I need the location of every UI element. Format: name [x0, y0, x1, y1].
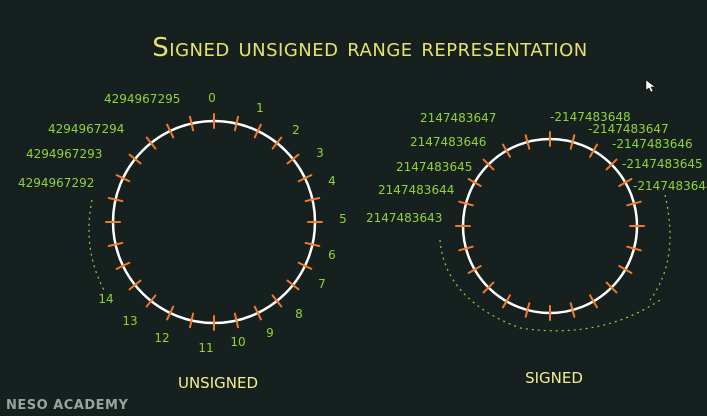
signed-label-neg-2147483644: -2147483644 [633, 179, 707, 193]
signed-tick [482, 158, 495, 171]
unsigned-label-9: 9 [266, 326, 274, 340]
unsigned-label-4294967293: 4294967293 [26, 147, 102, 161]
signed-label-2147483646: 2147483646 [410, 135, 486, 149]
unsigned-tick [166, 305, 175, 321]
signed-continuation-dots-right [649, 194, 671, 301]
signed-caption: SIGNED [525, 369, 583, 387]
signed-tick [524, 302, 531, 318]
signed-label-2147483643: 2147483643 [366, 211, 442, 225]
unsigned-label-1: 1 [256, 101, 264, 115]
signed-tick [569, 134, 576, 150]
unsigned-tick [115, 174, 131, 183]
signed-label-neg-2147483646: -2147483646 [612, 137, 693, 151]
unsigned-tick [128, 153, 142, 165]
signed-tick [589, 294, 598, 309]
unsigned-label-13: 13 [122, 314, 137, 328]
signed-continuation-dots [439, 239, 661, 332]
unsigned-tick [188, 115, 195, 132]
unsigned-tick [271, 294, 283, 308]
unsigned-tick [304, 241, 321, 248]
unsigned-tick [297, 174, 313, 183]
unsigned-tick [128, 279, 142, 291]
unsigned-tick [297, 261, 313, 270]
signed-tick [605, 158, 618, 171]
signed-label-2147483644: 2147483644 [378, 183, 454, 197]
unsigned-label-4: 4 [328, 174, 336, 188]
unsigned-label-4294967292: 4294967292 [18, 176, 94, 190]
signed-tick [524, 134, 531, 150]
unsigned-tick [286, 153, 300, 165]
unsigned-ticks [105, 113, 323, 331]
neso-academy-logo: NESO ACADEMY [6, 398, 128, 413]
unsigned-diagram: 0 1 2 3 4 5 6 7 8 9 10 11 12 13 14 42949… [18, 91, 347, 392]
unsigned-label-2: 2 [292, 123, 300, 137]
signed-tick [467, 265, 482, 274]
unsigned-label-3: 3 [316, 146, 324, 160]
signed-label-neg-2147483648: -2147483648 [550, 110, 631, 124]
unsigned-tick [271, 136, 283, 150]
signed-label-neg-2147483645: -2147483645 [622, 157, 703, 171]
diagram-title: Signed unsigned range representation [152, 33, 587, 63]
unsigned-label-11: 11 [198, 341, 213, 355]
signed-label-2147483645: 2147483645 [396, 160, 472, 174]
unsigned-label-6: 6 [328, 248, 336, 262]
mouse-cursor-icon [645, 79, 656, 93]
unsigned-tick [166, 123, 175, 139]
signed-label-2147483647: 2147483647 [420, 111, 496, 125]
unsigned-label-4294967294: 4294967294 [48, 122, 124, 136]
unsigned-tick [145, 136, 157, 150]
unsigned-tick [115, 261, 131, 270]
unsigned-tick [286, 279, 300, 291]
signed-tick [458, 200, 474, 207]
unsigned-tick [145, 294, 157, 308]
signed-tick [458, 245, 474, 252]
signed-tick [589, 143, 598, 158]
unsigned-label-10: 10 [230, 335, 245, 349]
unsigned-label-0: 0 [208, 91, 216, 105]
unsigned-label-14: 14 [98, 292, 113, 306]
unsigned-label-12: 12 [154, 331, 169, 345]
signed-tick [502, 143, 511, 158]
signed-tick [502, 294, 511, 309]
unsigned-tick [233, 115, 240, 132]
signed-tick [626, 245, 642, 252]
unsigned-label-8: 8 [295, 307, 303, 321]
unsigned-tick [253, 123, 262, 139]
signed-tick [618, 265, 633, 274]
unsigned-label-7: 7 [318, 277, 326, 291]
signed-tick [605, 281, 618, 294]
unsigned-continuation-dots [88, 199, 106, 293]
unsigned-tick [107, 241, 124, 248]
signed-label-neg-2147483647: -2147483647 [588, 122, 669, 136]
signed-ticks [455, 131, 645, 321]
signed-tick [482, 281, 495, 294]
unsigned-tick [107, 196, 124, 203]
unsigned-label-5: 5 [339, 212, 347, 226]
unsigned-label-4294967295: 4294967295 [104, 92, 180, 106]
unsigned-tick [304, 196, 321, 203]
unsigned-tick [233, 312, 240, 329]
signed-tick [626, 200, 642, 207]
signed-tick [569, 302, 576, 318]
unsigned-caption: UNSIGNED [178, 374, 258, 392]
unsigned-tick [188, 312, 195, 329]
unsigned-tick [253, 305, 262, 321]
signed-tick [618, 178, 633, 187]
signed-diagram: 2147483647 2147483646 2147483645 2147483… [366, 110, 707, 387]
signed-tick [467, 178, 482, 187]
